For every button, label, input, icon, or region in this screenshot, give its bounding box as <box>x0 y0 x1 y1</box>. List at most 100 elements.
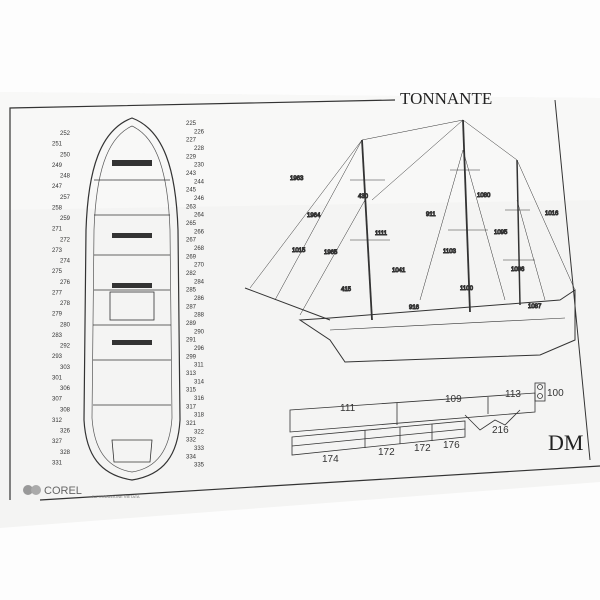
callout-label: 273 <box>52 248 63 254</box>
callout-label: 332 <box>186 438 197 444</box>
callout-label: 266 <box>194 229 205 235</box>
callout-label: 292 <box>60 344 71 350</box>
callout-label: 277 <box>52 290 63 296</box>
callout-label: 327 <box>52 439 63 445</box>
part-label: 176 <box>443 440 460 451</box>
callout-label: 265 <box>186 221 197 227</box>
callout-label: 1041 <box>392 268 406 274</box>
callout-label: 229 <box>186 154 197 160</box>
callout-label: 326 <box>60 429 71 435</box>
callout-label: 283 <box>52 333 63 339</box>
callout-label: 916 <box>409 305 420 311</box>
callout-label: 311 <box>194 363 204 369</box>
part-label: 113 <box>505 389 521 400</box>
callout-label: 1103 <box>443 249 457 255</box>
callout-label: 1015 <box>292 248 306 254</box>
callout-label: 225 <box>186 121 197 127</box>
callout-label: 1095 <box>494 230 508 236</box>
deck-plan: 2522512502492482472572582592712722732742… <box>52 117 205 481</box>
callout-label: 287 <box>186 304 197 310</box>
parts-strip <box>289 382 546 456</box>
callout-label: 317 <box>186 404 197 410</box>
callout-label: 276 <box>60 280 71 286</box>
part-label: 100 <box>547 388 564 399</box>
callout-label: 249 <box>52 163 63 169</box>
callout-label: 289 <box>186 321 197 327</box>
deck-labels-right: 2252262272282292302432442452462632642652… <box>186 121 205 469</box>
callout-label: 259 <box>60 216 71 222</box>
callout-label: 284 <box>194 279 205 285</box>
callout-label: 1963 <box>290 176 304 182</box>
callout-label: 244 <box>194 179 205 185</box>
callout-label: 1964 <box>307 213 321 219</box>
callout-label: 274 <box>60 259 71 265</box>
callout-label: 296 <box>194 346 205 352</box>
callout-label: 257 <box>60 195 71 201</box>
callout-label: 1080 <box>477 193 491 199</box>
imprint-text: RIPRODUZIONE VIETATA <box>92 494 140 499</box>
callout-label: 270 <box>194 263 205 269</box>
ship-elevation: 1963196419654154301111104191691111031100… <box>244 119 576 363</box>
callout-label: 286 <box>194 296 205 302</box>
callout-label: 315 <box>186 388 197 394</box>
callout-label: 268 <box>194 246 205 252</box>
callout-label: 272 <box>60 237 71 243</box>
part-label: 172 <box>378 447 395 458</box>
callout-label: 271 <box>52 227 63 233</box>
callout-label: 243 <box>186 171 197 177</box>
callout-label: 263 <box>186 204 197 210</box>
part-label: 172 <box>414 443 431 454</box>
part-label: 174 <box>322 454 339 465</box>
callout-label: 251 <box>52 142 63 148</box>
callout-label: 335 <box>194 463 205 469</box>
part-label: 109 <box>445 394 462 405</box>
callout-label: 318 <box>194 413 205 419</box>
callout-label: 282 <box>186 271 197 277</box>
callout-label: 293 <box>52 354 63 360</box>
callout-label: 278 <box>60 301 71 307</box>
callout-label: 322 <box>194 429 205 435</box>
callout-label: 269 <box>186 254 197 260</box>
callout-label: 285 <box>186 288 197 294</box>
callout-label: 252 <box>60 131 71 137</box>
callout-label: 299 <box>186 354 197 360</box>
callout-label: 333 <box>194 446 205 452</box>
callout-label: 230 <box>194 163 205 169</box>
callout-label: 321 <box>186 421 197 427</box>
callout-label: 331 <box>52 460 63 466</box>
callout-label: 313 <box>186 371 197 377</box>
svg-text:COREL: COREL <box>44 485 82 497</box>
frame-border-right <box>554 99 591 461</box>
callout-label: 314 <box>194 379 205 385</box>
sheet-title: TONNANTE <box>400 89 492 108</box>
callout-label: 247 <box>52 184 63 190</box>
callout-label: 291 <box>186 338 197 344</box>
publisher-logo: COREL <box>23 485 82 497</box>
callout-label: 245 <box>186 188 197 194</box>
callout-label: 227 <box>186 138 197 144</box>
callout-label: 279 <box>52 312 63 318</box>
callout-label: 248 <box>60 174 71 180</box>
callout-label: 1965 <box>324 250 338 256</box>
callout-label: 1087 <box>528 304 542 310</box>
callout-label: 911 <box>426 212 436 218</box>
callout-label: 334 <box>186 454 197 460</box>
callout-label: 301 <box>52 375 63 381</box>
frame-border <box>9 99 396 500</box>
callout-label: 290 <box>194 329 205 335</box>
callout-label: 316 <box>194 396 205 402</box>
callout-label: 288 <box>194 313 205 319</box>
callout-label: 228 <box>194 146 205 152</box>
callout-label: 1016 <box>545 211 559 217</box>
callout-label: 226 <box>194 129 205 135</box>
callout-label: 415 <box>341 287 352 293</box>
part-label: 111 <box>340 403 356 414</box>
callout-label: 308 <box>60 407 71 413</box>
callout-label: 1111 <box>375 231 388 237</box>
callout-label: 430 <box>358 194 369 200</box>
callout-label: 258 <box>52 205 63 211</box>
corner-mark: DM <box>548 430 583 455</box>
callout-label: 303 <box>60 365 71 371</box>
